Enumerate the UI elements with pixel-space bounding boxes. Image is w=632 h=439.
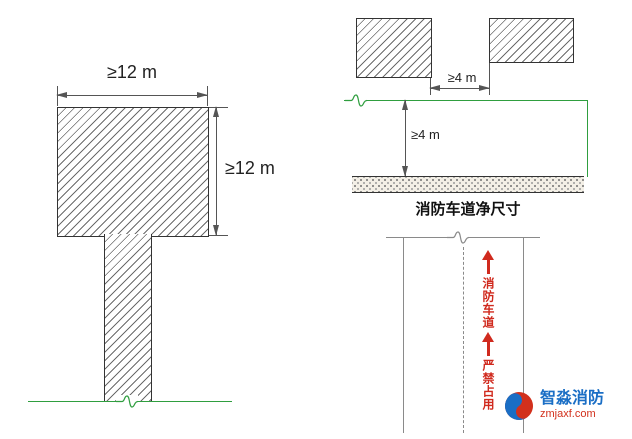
arrow-left-icon [56,92,67,98]
turnaround-width-dimension [56,92,208,98]
up-arrow-icon [482,250,494,274]
brand-logo: 智淼消防 zmjaxf.com [504,390,604,421]
lane-height-dimension [402,99,408,177]
logo-name: 智淼消防 [540,390,605,407]
break-symbol-icon [345,94,367,107]
lane-text-top: 消防车道 [481,277,495,329]
turnaround-area-block [57,107,209,237]
turnaround-height-label: ≥12 m [225,158,275,178]
up-arrow-icon [482,332,494,356]
road-surface [352,176,584,193]
building-block-left [356,18,432,78]
lane-edge-left [403,237,404,433]
clearance-envelope-line [344,100,588,101]
turnaround-access-lane [104,234,152,402]
logo-text: 智淼消防 zmjaxf.com [540,390,604,421]
arrow-down-icon [213,225,219,236]
logo-site: zmjaxf.com [540,408,596,421]
arrow-right-icon [479,85,490,91]
arrow-down-icon [402,166,408,177]
clearance-caption: 消防车道净尺寸 [415,201,521,218]
lane-center-dashed-line [463,247,464,433]
turnaround-width-label: ≥12 m [107,62,157,82]
arrow-up-icon [213,106,219,117]
lane-width-label: ≥4 m [447,70,477,85]
lane-no-occupy-marking: 消防车道 严禁占用 [477,250,499,411]
logo-swirl-icon [505,391,533,420]
arrow-left-icon [429,85,440,91]
lane-height-label: ≥4 m [411,127,440,142]
arrow-up-icon [402,99,408,110]
turnaround-height-dimension [213,106,219,236]
break-symbol-icon [116,395,138,408]
clearance-envelope-line-vertical [587,100,588,177]
extension-line [489,63,490,95]
building-block-right [489,18,574,63]
lane-width-dimension [429,85,490,91]
lane-text-bottom: 严禁占用 [481,359,495,411]
break-symbol-icon [447,231,469,244]
lane-edge-right [523,237,524,433]
arrow-right-icon [197,92,208,98]
